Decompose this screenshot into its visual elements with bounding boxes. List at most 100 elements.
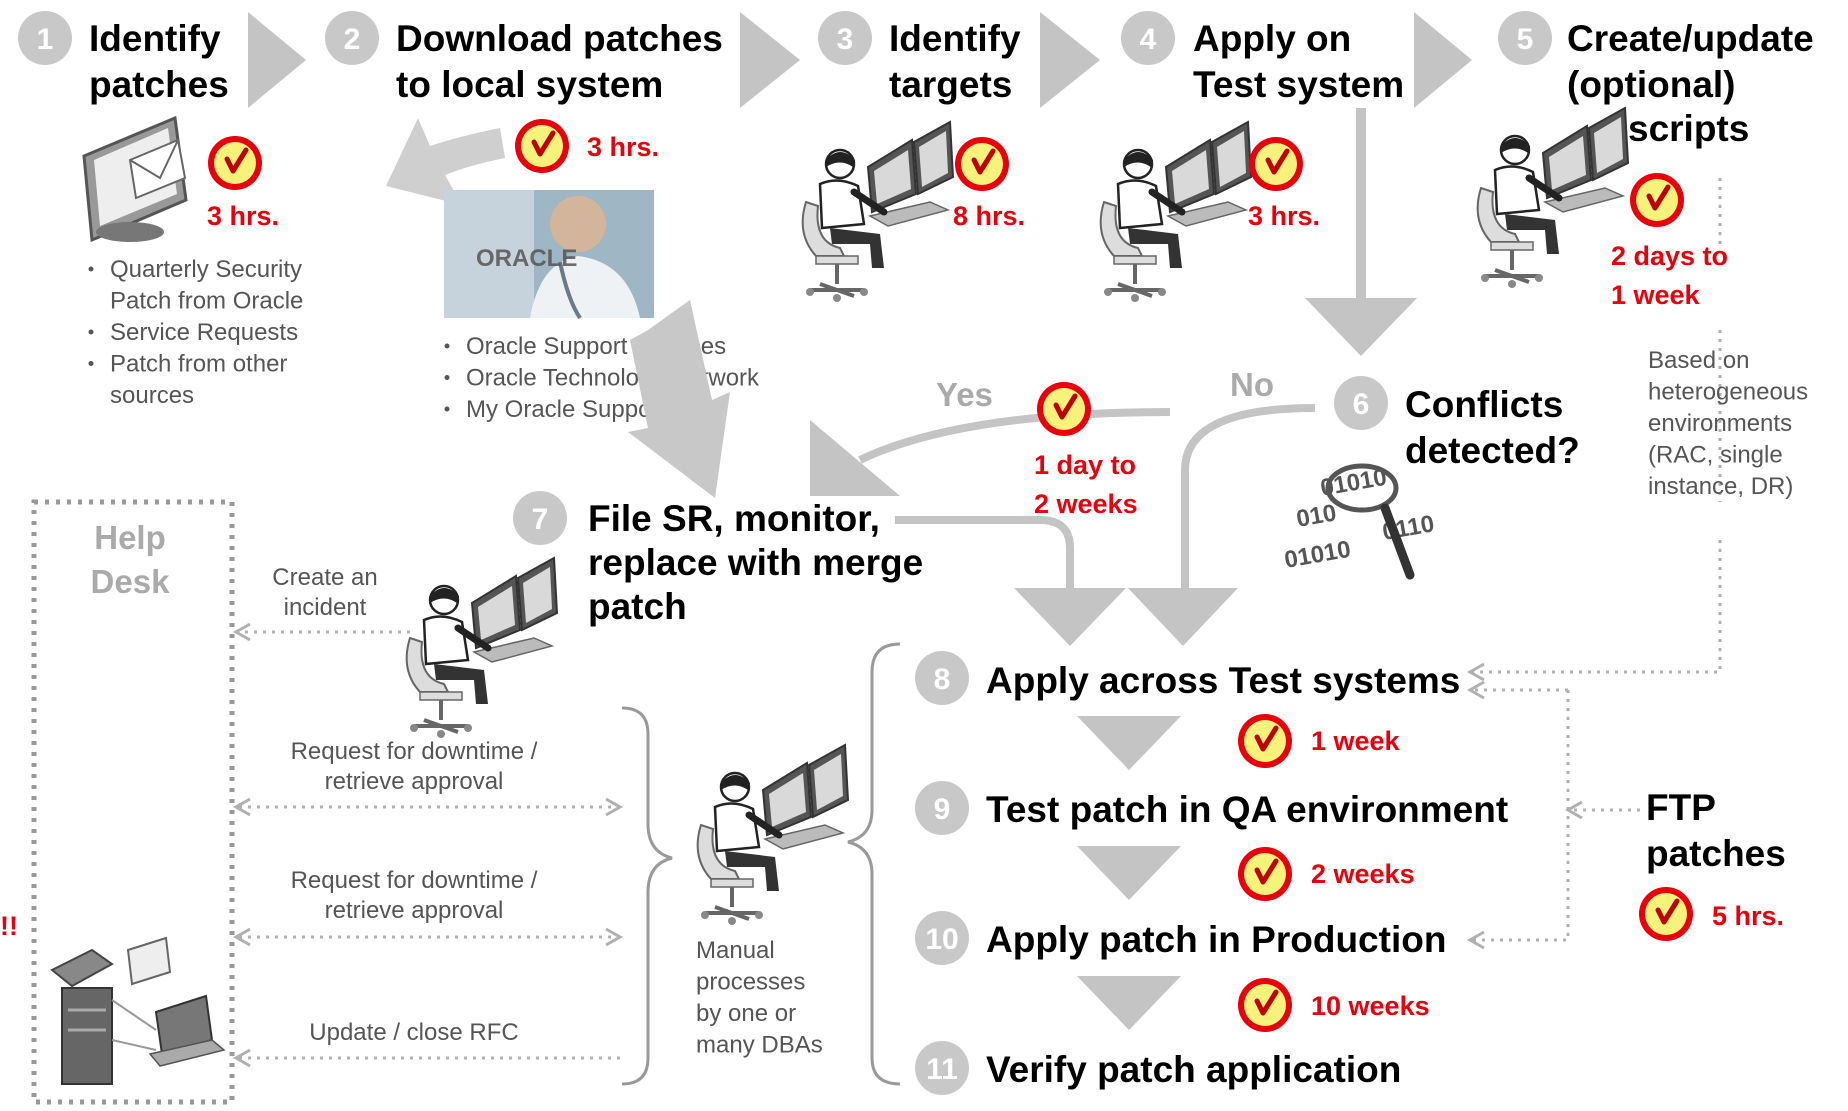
step-6-number: 6 [1353, 388, 1370, 421]
step-8-title: Apply across Test systems [986, 660, 1460, 701]
clock-icon [515, 119, 569, 173]
step-1-bullet: Quarterly Security [110, 256, 302, 283]
dba-workstation-icon [698, 745, 848, 925]
request-downtime-label: Request for downtime / [291, 738, 538, 765]
step-8-number: 8 [934, 663, 951, 696]
oracle-photo-left [444, 190, 534, 318]
envelope-icon [126, 936, 172, 986]
step-7-connector [895, 516, 1074, 592]
step-6-title: detected? [1405, 430, 1580, 471]
step-3-title: targets [889, 64, 1012, 105]
step-7-number-circle [513, 491, 567, 545]
dotted-arrowhead [232, 927, 251, 947]
clock-icon [1037, 382, 1091, 436]
flow-arrow-down [1305, 298, 1417, 356]
flow-arrow [1040, 12, 1100, 108]
laptop-keyboard [148, 1039, 226, 1067]
right-brace [847, 642, 901, 1086]
yes-connector [858, 408, 1171, 464]
flow-arrow-down [1077, 716, 1181, 770]
help-desk-box [31, 499, 235, 1105]
step-7-time: 2 weeks [1034, 489, 1138, 519]
step-5-title: (optional) [1567, 64, 1736, 105]
step-2-bullet: Oracle Technology Network [466, 365, 760, 392]
step-1-bullet: sources [110, 382, 194, 409]
step-4-title: Test system [1193, 64, 1404, 105]
step-1-title: Identify [89, 18, 221, 59]
ftp-time: 5 hrs. [1712, 901, 1784, 931]
step-5-title: Create/update [1567, 18, 1814, 59]
binary-digit: 01010 [1282, 536, 1352, 574]
dba-workstation-icon [407, 558, 557, 738]
no-label: No [1230, 366, 1274, 403]
step-3-title: Identify [889, 18, 1021, 59]
step-1-bullet: Service Requests [110, 319, 298, 346]
ftp-title: patches [1646, 833, 1786, 874]
bullet-dot [88, 329, 94, 335]
manual-processes-label: processes [696, 969, 805, 996]
clock-icon [1238, 714, 1292, 768]
step-5-time: 2 days to [1611, 241, 1728, 271]
step-7-time: 1 day to [1034, 450, 1136, 480]
step-3-time: 8 hrs. [953, 201, 1025, 231]
step-4-time: 3 hrs. [1248, 201, 1320, 231]
based-on-note: instance, DR) [1648, 473, 1793, 500]
step-4-title: Apply on [1193, 18, 1351, 59]
step-11-number-circle [915, 1041, 969, 1095]
create-incident-label: incident [284, 594, 367, 621]
manual-processes-label: many DBAs [696, 1032, 823, 1059]
step-10-time: 10 weeks [1311, 991, 1430, 1021]
binary-digit: 010 [1294, 499, 1338, 533]
arrow-to-step-7 [628, 300, 730, 498]
step-5-title: scripts [1628, 108, 1749, 149]
monitor-stand [96, 222, 164, 242]
network-link [111, 999, 157, 1051]
help-desk-label: Desk [91, 563, 171, 600]
magnifier-icon [1325, 463, 1399, 513]
bullet-dot [444, 343, 450, 349]
flow-arrow-down [1014, 588, 1126, 646]
stethoscope [558, 261, 582, 320]
magnifier-handle [1380, 503, 1415, 580]
manual-processes-label: by one or [696, 1000, 796, 1027]
dba-workstation-icon [803, 122, 953, 302]
oracle-photo-person-body [530, 256, 640, 318]
clock-icon [1238, 978, 1292, 1032]
update-rfc-label: Update / close RFC [309, 1019, 518, 1046]
step-4-down-line [1356, 108, 1366, 306]
step-7-title: patch [588, 586, 687, 627]
step-2-time: 3 hrs. [587, 132, 659, 162]
envelope-flap [129, 139, 179, 180]
step-9-time: 2 weeks [1311, 859, 1415, 889]
step-7-title: replace with merge [588, 542, 923, 583]
step-11-number: 11 [926, 1053, 958, 1086]
production-arrowhead [1466, 930, 1485, 950]
step-10-title: Apply patch in Production [986, 919, 1446, 960]
left-brace [621, 706, 673, 1086]
bullet-dot [444, 406, 450, 412]
step-11-title: Verify patch application [986, 1049, 1401, 1090]
step-1-time: 3 hrs. [207, 201, 279, 231]
flow-arrow [248, 12, 306, 108]
return-arrow [386, 118, 505, 205]
ftp-arrowhead [1564, 800, 1583, 820]
dotted-arrowhead [605, 797, 624, 817]
flow-arrow-down [1077, 846, 1181, 900]
step-1-number-circle [18, 11, 72, 65]
step-7-number: 7 [532, 503, 549, 536]
dba-workstation-icon [1478, 108, 1628, 288]
dotted-connector [1470, 178, 1722, 674]
step-1-number: 1 [37, 23, 54, 56]
step-9-number-circle [915, 781, 969, 835]
create-incident-label: Create an [272, 564, 377, 591]
step-1-bullet: Patch from other [110, 351, 287, 378]
step-4-number: 4 [1140, 23, 1157, 56]
based-on-note: heterogeneous [1648, 379, 1808, 406]
step-3-number: 3 [837, 23, 854, 56]
clock-icon [1249, 137, 1303, 191]
phone-icon [50, 948, 114, 988]
flow-arrow [740, 12, 800, 108]
step-2-title: to local system [396, 64, 663, 105]
